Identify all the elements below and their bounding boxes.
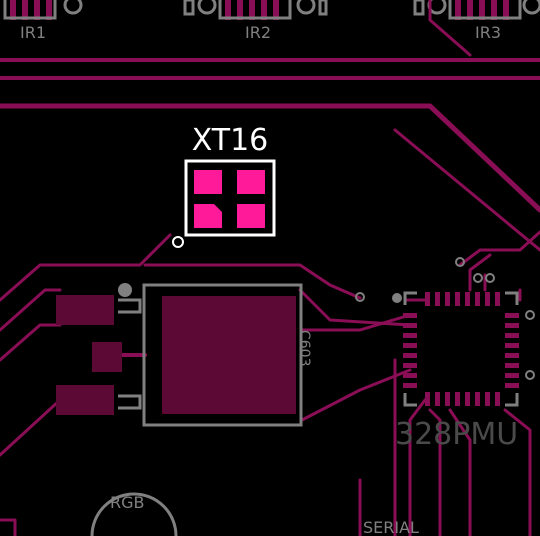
regulator-outline [142, 283, 303, 427]
xt16-pad-3 [194, 204, 222, 228]
pmu-label: 328PMU [395, 417, 518, 452]
regulator-pad-1 [56, 295, 114, 325]
regulator-thermal-pad [162, 296, 296, 414]
ir2-connector[interactable] [183, 0, 328, 20]
ir-connectors [3, 0, 540, 20]
xt16-label: XT16 [192, 123, 269, 158]
xt16-pad-2 [237, 170, 265, 194]
rgb-led-outline[interactable] [90, 492, 178, 536]
pin1-marker [172, 236, 184, 248]
regulator-pad-2 [92, 342, 122, 372]
regulator-pin1-dot [118, 283, 132, 297]
xt16-pad-1 [194, 170, 222, 194]
u-ref-label: C603 [296, 330, 312, 367]
regulator-pad-3 [56, 385, 114, 415]
regulator-component[interactable] [56, 283, 303, 427]
xt16-pad-4 [237, 204, 265, 228]
ir2-label: IR2 [245, 23, 271, 42]
serial-label: SERIAL [363, 518, 419, 536]
ir3-connector[interactable] [413, 0, 540, 20]
ir1-connector[interactable] [3, 0, 83, 20]
xt16-component[interactable] [172, 159, 276, 248]
mcu-component[interactable] [392, 291, 519, 407]
vias [355, 257, 535, 380]
ir3-label: IR3 [475, 23, 501, 42]
ir1-label: IR1 [20, 23, 46, 42]
